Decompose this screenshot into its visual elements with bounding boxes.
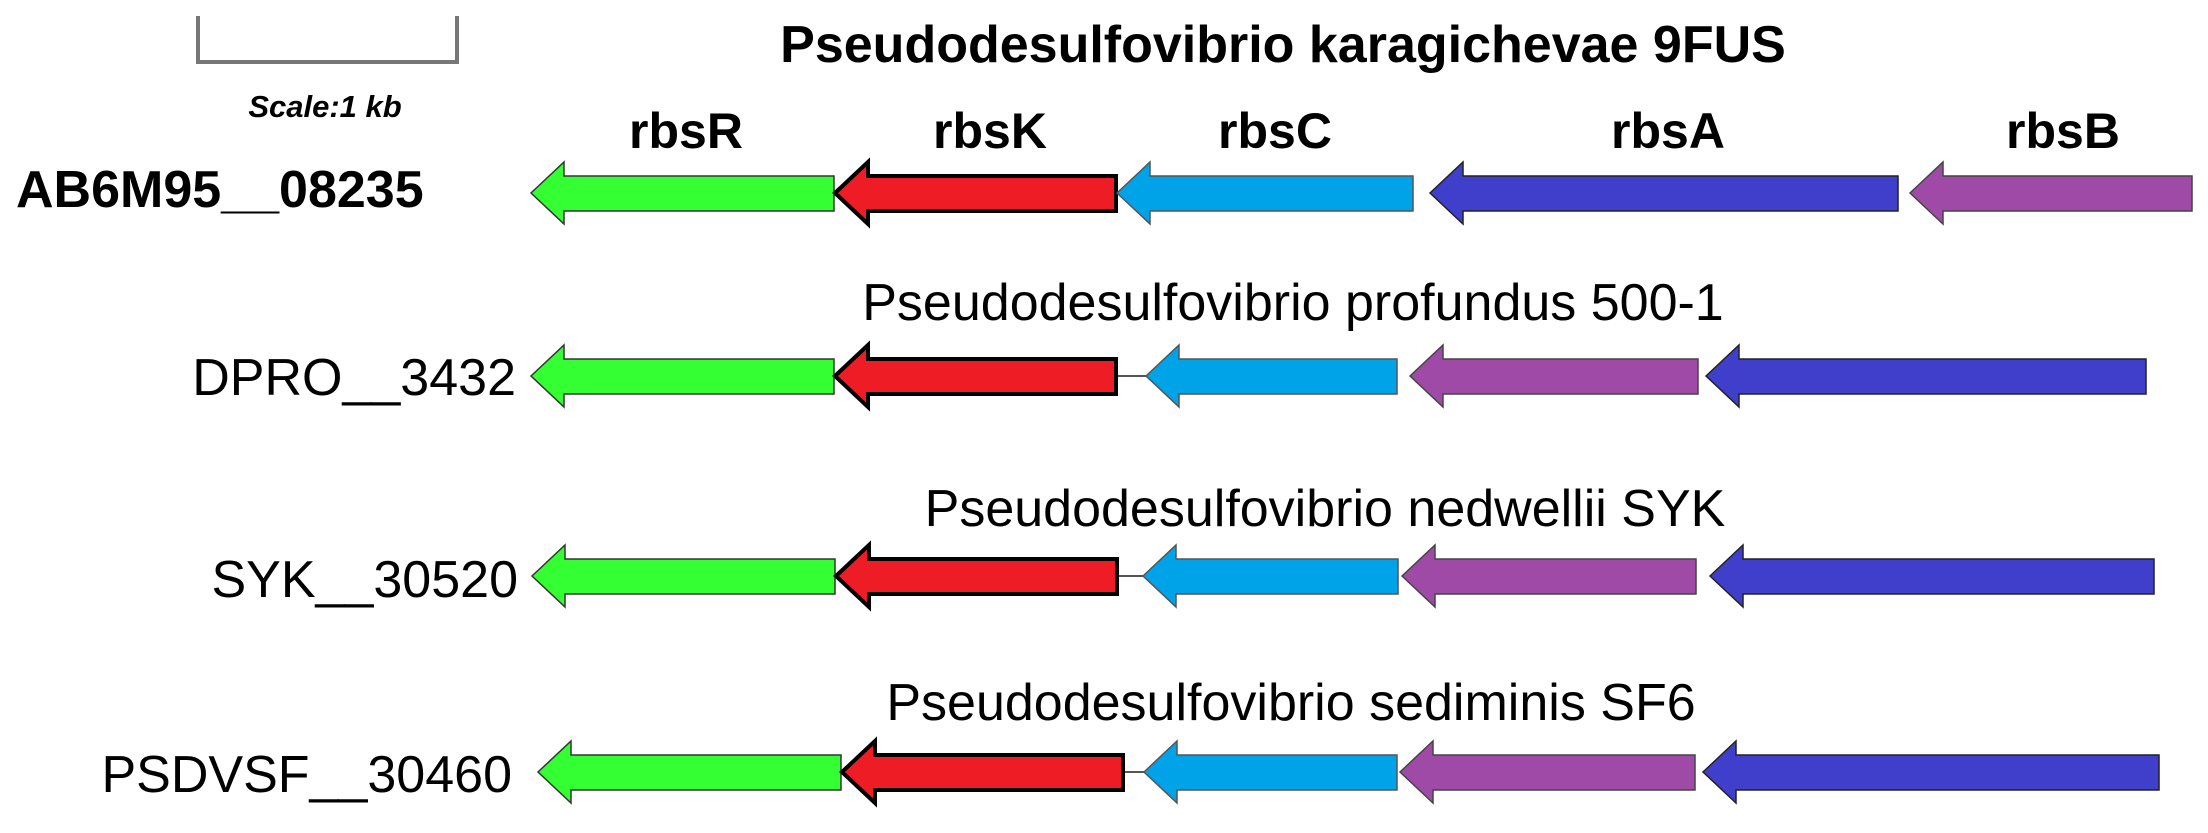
gene-arrow-rbsa	[1428, 160, 1899, 226]
gene-arrow-rbsk	[833, 540, 1119, 612]
gene-arrow-rbsb	[1398, 739, 1696, 805]
gene-label-rbsc: rbsC	[1218, 103, 1332, 159]
locus-label: SYK__30520	[212, 551, 519, 609]
gene-track	[529, 157, 2193, 229]
gene-name-header: rbsR rbsK rbsC rbsA rbsB	[629, 103, 2120, 159]
cluster-nedwellii: Pseudodesulfovibrio nedwellii SYK SYK__3…	[212, 480, 2155, 612]
gene-arrow-rbsc	[1144, 343, 1398, 409]
gene-arrow-rbsr	[536, 739, 842, 805]
organism-title: Pseudodesulfovibrio sediminis SF6	[886, 674, 1695, 732]
gene-arrow-rbsc	[1141, 543, 1399, 609]
scale-bar: Scale:1 kb	[196, 16, 459, 124]
gene-arrow-rbsa	[1704, 343, 2147, 409]
gene-arrow-rbsb	[1408, 343, 1699, 409]
cluster-sediminis: Pseudodesulfovibrio sediminis SF6 PSDVSF…	[102, 674, 2160, 808]
organism-title: Pseudodesulfovibrio nedwellii SYK	[925, 480, 1726, 538]
gene-arrow-rbsb	[1908, 160, 2193, 226]
gene-arrow-rbsk	[832, 340, 1118, 412]
locus-label: AB6M95__08235	[16, 161, 424, 219]
gene-arrow-rbsk	[839, 736, 1125, 808]
cluster-profundus: Pseudodesulfovibrio profundus 500-1 DPRO…	[192, 274, 2147, 412]
cluster-karagichevae: Pseudodesulfovibrio karagichevae 9FUS AB…	[16, 16, 2193, 229]
gene-arrow-rbsk	[832, 157, 1118, 229]
gene-arrow-rbsr	[530, 543, 836, 609]
gene-arrow-rbsc	[1115, 160, 1414, 226]
organism-title: Pseudodesulfovibrio profundus 500-1	[862, 274, 1723, 332]
gene-label-rbsa: rbsA	[1611, 103, 1725, 159]
gene-label-rbsr: rbsR	[629, 103, 743, 159]
scale-bar-line	[196, 16, 459, 64]
gene-track	[530, 540, 2155, 612]
locus-label: PSDVSF__30460	[102, 746, 513, 804]
gene-track	[529, 340, 2147, 412]
gene-arrow-rbsr	[529, 160, 835, 226]
organism-title: Pseudodesulfovibrio karagichevae 9FUS	[780, 16, 1786, 74]
gene-arrow-rbsc	[1142, 739, 1398, 805]
gene-arrow-rbsa	[1708, 543, 2155, 609]
gene-arrow-rbsa	[1701, 739, 2160, 805]
gene-arrow-rbsr	[529, 343, 835, 409]
gene-label-rbsb: rbsB	[2006, 103, 2120, 159]
gene-track	[536, 736, 2160, 808]
gene-label-rbsk: rbsK	[933, 103, 1047, 159]
scale-bar-label: Scale:1 kb	[248, 89, 401, 124]
locus-label: DPRO__3432	[192, 349, 516, 407]
gene-arrow-rbsb	[1400, 543, 1697, 609]
